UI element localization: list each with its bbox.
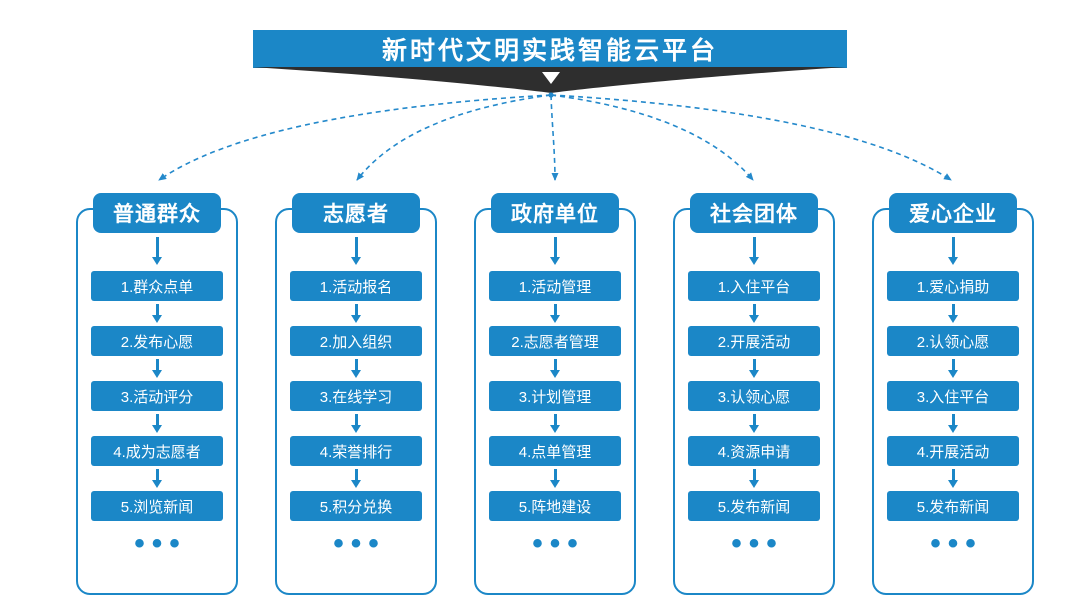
down-arrow-icon [749, 356, 759, 381]
step-box: 4.开展活动 [887, 436, 1019, 466]
step-box: 5.发布新闻 [887, 491, 1019, 521]
column-header: 社会团体 [690, 193, 818, 233]
step-box: 5.积分兑换 [290, 491, 422, 521]
step-box: 1.活动报名 [290, 271, 422, 301]
down-arrow-icon [948, 466, 958, 491]
down-arrow-icon [948, 356, 958, 381]
down-arrow-icon [351, 411, 361, 436]
step-box: 1.入住平台 [688, 271, 820, 301]
down-arrow-icon [351, 233, 361, 271]
down-arrow-icon [749, 233, 759, 271]
connector-to-column-4 [550, 94, 754, 181]
connector-to-column-5 [550, 94, 952, 181]
step-box: 4.资源申请 [688, 436, 820, 466]
connector-to-column-2 [356, 94, 552, 181]
column-header: 志愿者 [292, 193, 420, 233]
column-caring-enterprise: 爱心企业 1.爱心捐助 2.认领心愿 3.入住平台 4.开展活动 5.发布新闻 … [872, 193, 1034, 595]
down-arrow-icon [550, 301, 560, 326]
down-arrow-icon [550, 356, 560, 381]
step-box: 1.活动管理 [489, 271, 621, 301]
down-arrow-icon [550, 466, 560, 491]
step-box: 5.浏览新闻 [91, 491, 223, 521]
ellipsis-dots: ••• [731, 527, 784, 560]
step-box: 5.发布新闻 [688, 491, 820, 521]
down-arrow-icon [351, 466, 361, 491]
down-arrow-icon [152, 301, 162, 326]
step-box: 2.开展活动 [688, 326, 820, 356]
down-arrow-icon [948, 301, 958, 326]
down-arrow-icon [351, 301, 361, 326]
connector-to-column-3 [550, 94, 559, 181]
step-box: 1.群众点单 [91, 271, 223, 301]
column-volunteer: 志愿者 1.活动报名 2.加入组织 3.在线学习 4.荣誉排行 5.积分兑换 •… [275, 193, 437, 595]
step-box: 4.成为志愿者 [91, 436, 223, 466]
step-box: 4.点单管理 [489, 436, 621, 466]
column-general-public: 普通群众 1.群众点单 2.发布心愿 3.活动评分 4.成为志愿者 5.浏览新闻… [76, 193, 238, 595]
down-arrow-icon [152, 466, 162, 491]
down-arrow-icon [351, 356, 361, 381]
column-header: 普通群众 [93, 193, 221, 233]
step-box: 4.荣誉排行 [290, 436, 422, 466]
down-arrow-icon [948, 411, 958, 436]
step-box: 2.认领心愿 [887, 326, 1019, 356]
down-arrow-icon [749, 301, 759, 326]
connector-to-column-1 [158, 94, 552, 181]
column-government-unit: 政府单位 1.活动管理 2.志愿者管理 3.计划管理 4.点单管理 5.阵地建设… [474, 193, 636, 595]
ellipsis-dots: ••• [333, 527, 386, 560]
column-social-group: 社会团体 1.入住平台 2.开展活动 3.认领心愿 4.资源申请 5.发布新闻 … [673, 193, 835, 595]
step-box: 3.计划管理 [489, 381, 621, 411]
down-arrow-icon [749, 466, 759, 491]
banner-shadow-swoosh [253, 67, 847, 93]
down-arrow-icon [749, 411, 759, 436]
down-arrow-icon [550, 411, 560, 436]
platform-title: 新时代文明实践智能云平台 [381, 37, 718, 65]
step-box: 2.加入组织 [290, 326, 422, 356]
step-box: 3.入住平台 [887, 381, 1019, 411]
step-box: 3.活动评分 [91, 381, 223, 411]
down-arrow-icon [152, 356, 162, 381]
down-triangle-icon [542, 72, 560, 84]
down-arrow-icon [152, 233, 162, 271]
step-box: 3.认领心愿 [688, 381, 820, 411]
step-box: 5.阵地建设 [489, 491, 621, 521]
step-box: 3.在线学习 [290, 381, 422, 411]
ellipsis-dots: ••• [532, 527, 585, 560]
column-header: 爱心企业 [889, 193, 1017, 233]
platform-title-banner: 新时代文明实践智能云平台 [253, 30, 847, 68]
down-arrow-icon [152, 411, 162, 436]
ellipsis-dots: ••• [930, 527, 983, 560]
columns-row: 普通群众 1.群众点单 2.发布心愿 3.活动评分 4.成为志愿者 5.浏览新闻… [76, 193, 1034, 595]
down-arrow-icon [948, 233, 958, 271]
step-box: 2.发布心愿 [91, 326, 223, 356]
ellipsis-dots: ••• [134, 527, 187, 560]
step-box: 2.志愿者管理 [489, 326, 621, 356]
column-header: 政府单位 [491, 193, 619, 233]
down-arrow-icon [550, 233, 560, 271]
step-box: 1.爱心捐助 [887, 271, 1019, 301]
